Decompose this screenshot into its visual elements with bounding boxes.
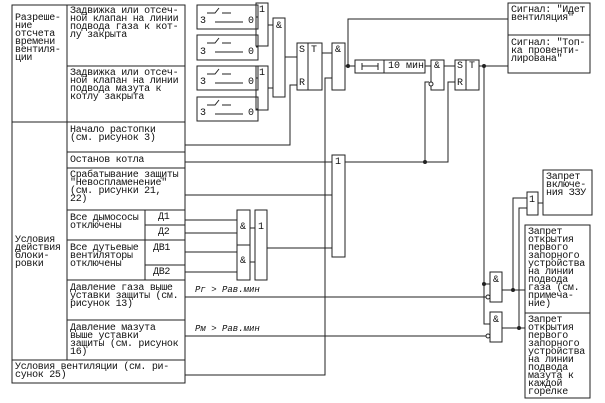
switch-label: 0 [248, 108, 255, 119]
sub-dv1: ДВ1 [153, 243, 171, 254]
and-gate: & [493, 315, 500, 326]
row-fans-off: Все дутьевые вентиляторы отключены [70, 243, 139, 270]
trigger-t: T [311, 45, 318, 56]
group-blocking-conditions-label: Условия действия блоки- ровки [15, 235, 61, 270]
switch-label: 3 [200, 47, 207, 58]
and-gate: & [335, 45, 342, 56]
switch-label: 0 [248, 47, 255, 58]
zzu-block-output: Запрет включе- ния ЗЗУ [546, 172, 586, 199]
timer-delay: 10 мин [388, 61, 425, 72]
group-ventilation-permission-label: Разреше- ние отсчета времени вентиля- ци… [15, 13, 61, 64]
row-boiler-stop: Останов котла [70, 155, 145, 166]
row-gas-valve-closed: Задвижка или отсеч- ной клапан на линии … [70, 6, 179, 41]
gas-valve-block-output: Запрет открытия первого запорного устрой… [528, 227, 586, 310]
row-ventilation-conditions: Условия вентиляции (см. ри- сунок 25) [15, 362, 169, 381]
switch-label: 3 [200, 77, 207, 88]
switch-label: 0 [248, 77, 255, 88]
and-gate: & [240, 256, 247, 267]
row-gas-pressure: Давление газа выше уставки защиты (см. р… [70, 283, 179, 310]
signal-ventilation-in-progress: Сигнал: "Идет вентиляция" [511, 5, 586, 24]
mazut-pressure-condition: Pм > Pав.мин [195, 324, 260, 334]
trigger-t: T [469, 61, 476, 72]
or-gate: 1 [259, 68, 266, 79]
or-gate: 1 [335, 157, 342, 168]
trigger-s: S [299, 45, 306, 56]
switch-label: 0 [248, 16, 255, 27]
switch-label: 3 [200, 108, 207, 119]
trigger-r: R [299, 78, 306, 89]
trigger-s: S [457, 61, 464, 72]
sub-d2: Д2 [158, 227, 170, 238]
or-gate: 1 [258, 222, 265, 233]
mazut-valve-block-output: Запрет открытия первого запорного устрой… [528, 315, 586, 398]
row-ignition-start: Начало растопки (см. рисунок 3) [70, 125, 156, 144]
row-mazut-pressure: Давление мазута выше уставки защиты (см.… [70, 323, 179, 358]
gas-pressure-condition: Pг > Pав.мин [195, 285, 260, 295]
trigger-r: R [457, 78, 464, 89]
and-gate: & [434, 61, 441, 72]
or-gate: 1 [529, 195, 536, 206]
and-gate: & [493, 275, 500, 286]
or-gate: 1 [259, 5, 266, 16]
and-gate: & [276, 21, 283, 32]
and-gate: & [240, 222, 247, 233]
sub-d1: Д1 [158, 212, 170, 223]
row-mazut-valve-closed: Задвижка или отсеч- ной клапан на линии … [70, 68, 179, 103]
row-flame-failure: Срабатывание защиты "Невоспламенение" (с… [70, 170, 179, 205]
signal-furnace-ventilated: Сигнал: "Топ- ка провенти- лирована" [511, 38, 586, 65]
row-exhausters-off: Все дымососы отключены [70, 213, 139, 232]
sub-dv2: ДВ2 [153, 267, 171, 278]
switch-label: 3 [200, 16, 207, 27]
